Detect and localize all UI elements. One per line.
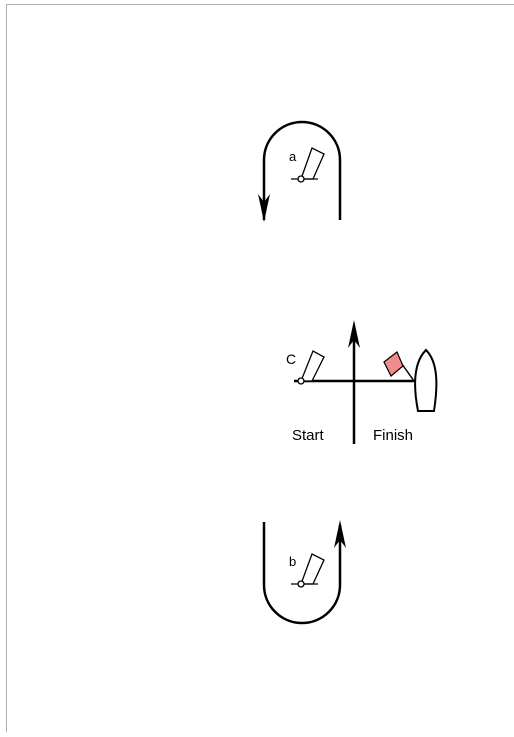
arrow-up-icon [334,520,346,548]
top-rounding-loop [262,120,342,220]
committee-flag [383,351,415,382]
mark-b: b [289,553,325,588]
mark-c-label: C [286,351,296,367]
arrow-up-icon [348,320,360,348]
mark-c: C [286,350,325,385]
mark-anchor-point [297,377,305,385]
finish-label: Finish [373,427,413,444]
mark-buoy-icon [300,147,325,180]
mark-anchor-point [297,175,305,183]
committee-boat-icon [414,348,438,412]
mark-buoy-icon [300,350,325,382]
mark-a: a [289,147,325,183]
flag-icon [383,351,404,377]
mark-anchor-point [297,580,305,588]
bottom-rounding-loop [262,522,342,625]
start-label: Start [292,427,325,444]
arrow-down-icon [258,194,270,222]
mark-a-label: a [289,149,297,164]
mark-buoy-icon [300,553,325,585]
mark-b-label: b [289,554,296,569]
